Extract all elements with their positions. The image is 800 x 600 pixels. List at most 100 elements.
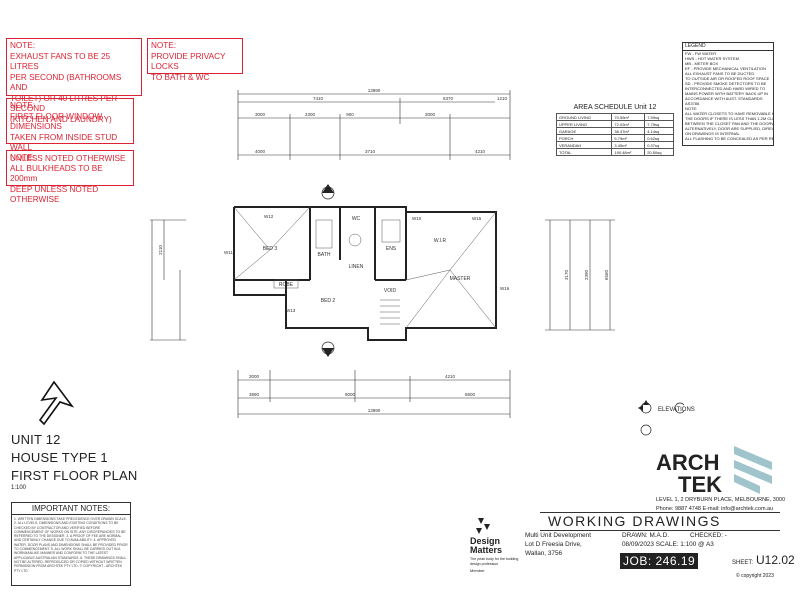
dim-bottom-3: 8000 (345, 392, 356, 397)
design-matters-name: Design Matters (470, 536, 503, 555)
legend-row: THE DOORS IF THERE IS LESS THAN 1.2M CLE… (685, 116, 773, 121)
note-window-dimensions: NOTE: FIRST FLOOR WINDOW DIMENSIONS TAKE… (6, 98, 134, 163)
legend-row: BETWEEN THE CLOSET PAN AND THE DOORWAY (685, 121, 773, 126)
area-cell: 20.50sq (644, 148, 674, 156)
legend-row: HWS - HOT WATER SYSTEM (685, 56, 739, 61)
plan-title: FIRST FLOOR PLAN (11, 468, 138, 483)
checked-by: CHECKED: - (690, 532, 727, 539)
dim-top-5: 2300 (305, 112, 316, 117)
window-w15: W15 (472, 216, 482, 221)
design-matters-logo-icon (476, 518, 490, 534)
dim-bottom-4: 5500 (465, 392, 476, 397)
company-contact: Phone: 9887 4748 E-mail: info@archtek.co… (656, 506, 774, 512)
archtek-logo-icon: ARCH TEK (656, 446, 772, 496)
legend-row: AS3786 (685, 101, 700, 106)
dim-bottom-5: 4210 (445, 374, 456, 379)
legend-row: NOTE: (685, 106, 698, 111)
window-w10: W10 (412, 216, 422, 221)
important-notes-body: 1. WRITTEN DIMENSIONS TAKE PRECEDENCE OV… (14, 517, 128, 573)
elevation-marker-icon (638, 400, 684, 436)
window-w12: W12 (264, 214, 274, 219)
dim-top-8: 4000 (255, 149, 266, 154)
dim-overall-bottom: 13890 (368, 408, 381, 413)
important-notes-title: IMPORTANT NOTES: (12, 503, 130, 515)
room-robe: ROBE (279, 282, 294, 288)
project-suburb: Wallan, 3756 (525, 550, 563, 557)
room-ens: ENS (386, 246, 397, 252)
legend-row: SD - PROVIDE SMOKE DETECTORS TO BE (685, 81, 767, 86)
dim-top-1: 7410 (313, 96, 324, 101)
area-cell: TOTAL (555, 148, 613, 156)
legend-row: MAINS POWER WITH BATTERY BACK UP IN (685, 91, 769, 96)
sheet-label: SHEET: (732, 560, 754, 566)
drawn-by: DRAWN: M.A.D. (622, 532, 669, 539)
title-block-line (540, 512, 780, 513)
elevations-label: ELEVATIONS (658, 407, 695, 413)
dim-top-3: 1210 (497, 96, 508, 101)
room-wir: W.I.R (434, 238, 447, 244)
legend-row: ALL FLASHING TO BE CONCEALED AS PER REQU… (685, 136, 773, 141)
legend-row: ACCORDANCE WITH AUST. STANDARDS (685, 96, 763, 101)
copyright: © copyright 2023 (736, 573, 774, 579)
dim-top-10: 4210 (475, 149, 486, 154)
job-number: JOB: 246.19 (620, 553, 699, 569)
working-drawings-title: WORKING DRAWINGS (548, 513, 721, 529)
legend-row: ALL WATER CLOSETS TO HAVE REMOVABLE HING… (685, 111, 773, 116)
design-matters-member: Member (470, 568, 485, 573)
area-cell: 0.37sq (644, 141, 674, 149)
legend-row: ALTERNATIVELY, DOOR ARE SUPPLIED, DIRECT… (685, 126, 773, 131)
legend-row: ALL EXHAUST FANS TO BE DUCTED (685, 71, 755, 76)
legend-row: INTERCONNECTED AND HARD WIRED TO (685, 86, 766, 91)
dim-right-2: 2390 (584, 269, 589, 280)
company-address: LEVEL 1, 2 DRYBURN PLACE, MELBOURNE, 300… (656, 497, 785, 503)
room-linen: LINEN (349, 264, 364, 270)
room-bed-3: BED 3 (263, 246, 278, 252)
dim-right-overall: 6560 (604, 269, 609, 280)
legend-row: ON DRAWINGS IS INTERNAL (685, 131, 740, 136)
legend-row: FW - FW WATER (685, 51, 717, 56)
window-w11: W11 (224, 250, 233, 255)
dim-left-2: 3760 (150, 274, 151, 285)
project-lot: Lot D Freesia Drive, (525, 541, 582, 548)
window-w13: W13 (286, 308, 296, 313)
note-privacy-locks: NOTE: PROVIDE PRIVACY LOCKS TO BATH & WC (147, 38, 243, 82)
note-bulkheads: NOTE: ALL BULKHEADS TO BE 200mm DEEP UNL… (6, 150, 134, 204)
room-wc: WC (352, 216, 361, 222)
room-bed-2: BED 2 (321, 298, 336, 304)
note-exhaust-fans: NOTE: EXHAUST FANS TO BE 25 LITRES PER S… (6, 38, 142, 124)
window-w16: W16 (500, 286, 510, 291)
unit-title: UNIT 12 (11, 432, 61, 447)
important-notes-box: IMPORTANT NOTES: 1. WRITTEN DIMENSIONS T… (11, 502, 131, 586)
plan-scale: 1:100 (11, 485, 27, 491)
house-type-title: HOUSE TYPE 1 (11, 450, 108, 465)
area-schedule-title: AREA SCHEDULE Unit 12 (573, 104, 657, 111)
svg-text:TEK: TEK (678, 472, 722, 496)
legend-row: MB - METER BOX (685, 61, 719, 66)
legend-row: EF - PROVIDE MECHANICAL VENTILATION (685, 66, 766, 71)
legend-title: LEGEND (683, 43, 773, 51)
dim-right-1: 3170 (564, 269, 569, 280)
date-scale: 08/09/2023 SCALE: 1:100 @ A3 (622, 541, 714, 548)
dim-left-1: 2110 (158, 245, 163, 255)
dim-top-4: 3000 (255, 112, 266, 117)
room-bath: BATH (318, 252, 331, 258)
dim-bottom-2: 3890 (249, 392, 260, 397)
area-cell: 7.59sq (644, 113, 674, 121)
dim-overall-top: 13890 (368, 88, 381, 93)
title-block-line-2 (540, 530, 780, 531)
north-arrow-icon (38, 380, 75, 426)
legend-row: TO OUTSIDE AIR OR ROOFED ROOF SPACE (685, 76, 770, 81)
dim-bottom-1: 3000 (249, 374, 260, 379)
svg-text:ARCH: ARCH (656, 450, 720, 475)
project-name: Multi Unit Development (525, 532, 592, 539)
area-cell: 7.75sq (644, 120, 674, 128)
area-cell: 4.14sq (644, 127, 674, 135)
area-cell: 0.62sq (644, 134, 674, 142)
sheet-number: U12.02 (756, 553, 795, 567)
